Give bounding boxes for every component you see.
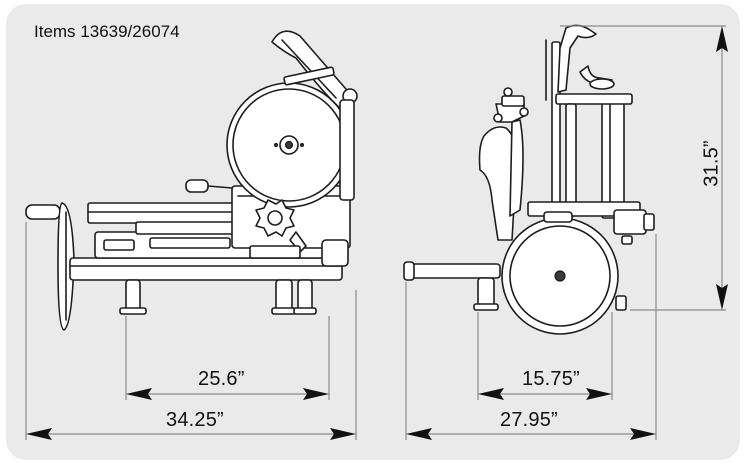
- front-leg-2: [615, 295, 627, 311]
- front-body: [478, 126, 518, 241]
- page-title: Items 13639/26074: [34, 22, 180, 41]
- front-handle-arm: [407, 263, 501, 279]
- carriage-handle: [185, 179, 209, 193]
- crank-handle: [25, 204, 61, 220]
- front-leg-1: [477, 277, 495, 307]
- dim-front-overall: 27.95”: [500, 409, 558, 431]
- base-rail: [69, 257, 343, 281]
- side-leg-1: [125, 279, 141, 311]
- side-view: [25, 30, 358, 331]
- side-leg-2: [275, 279, 293, 311]
- carriage-table: [87, 202, 241, 224]
- dim-side-base: 25.6”: [198, 368, 245, 390]
- dimension-lines: [25, 25, 728, 440]
- dim-side-overall: 34.25”: [166, 409, 224, 431]
- side-leg-3: [297, 279, 313, 311]
- dim-height: 31.5”: [700, 140, 723, 187]
- front-view: [403, 24, 655, 335]
- dim-front-base: 15.75”: [522, 368, 580, 390]
